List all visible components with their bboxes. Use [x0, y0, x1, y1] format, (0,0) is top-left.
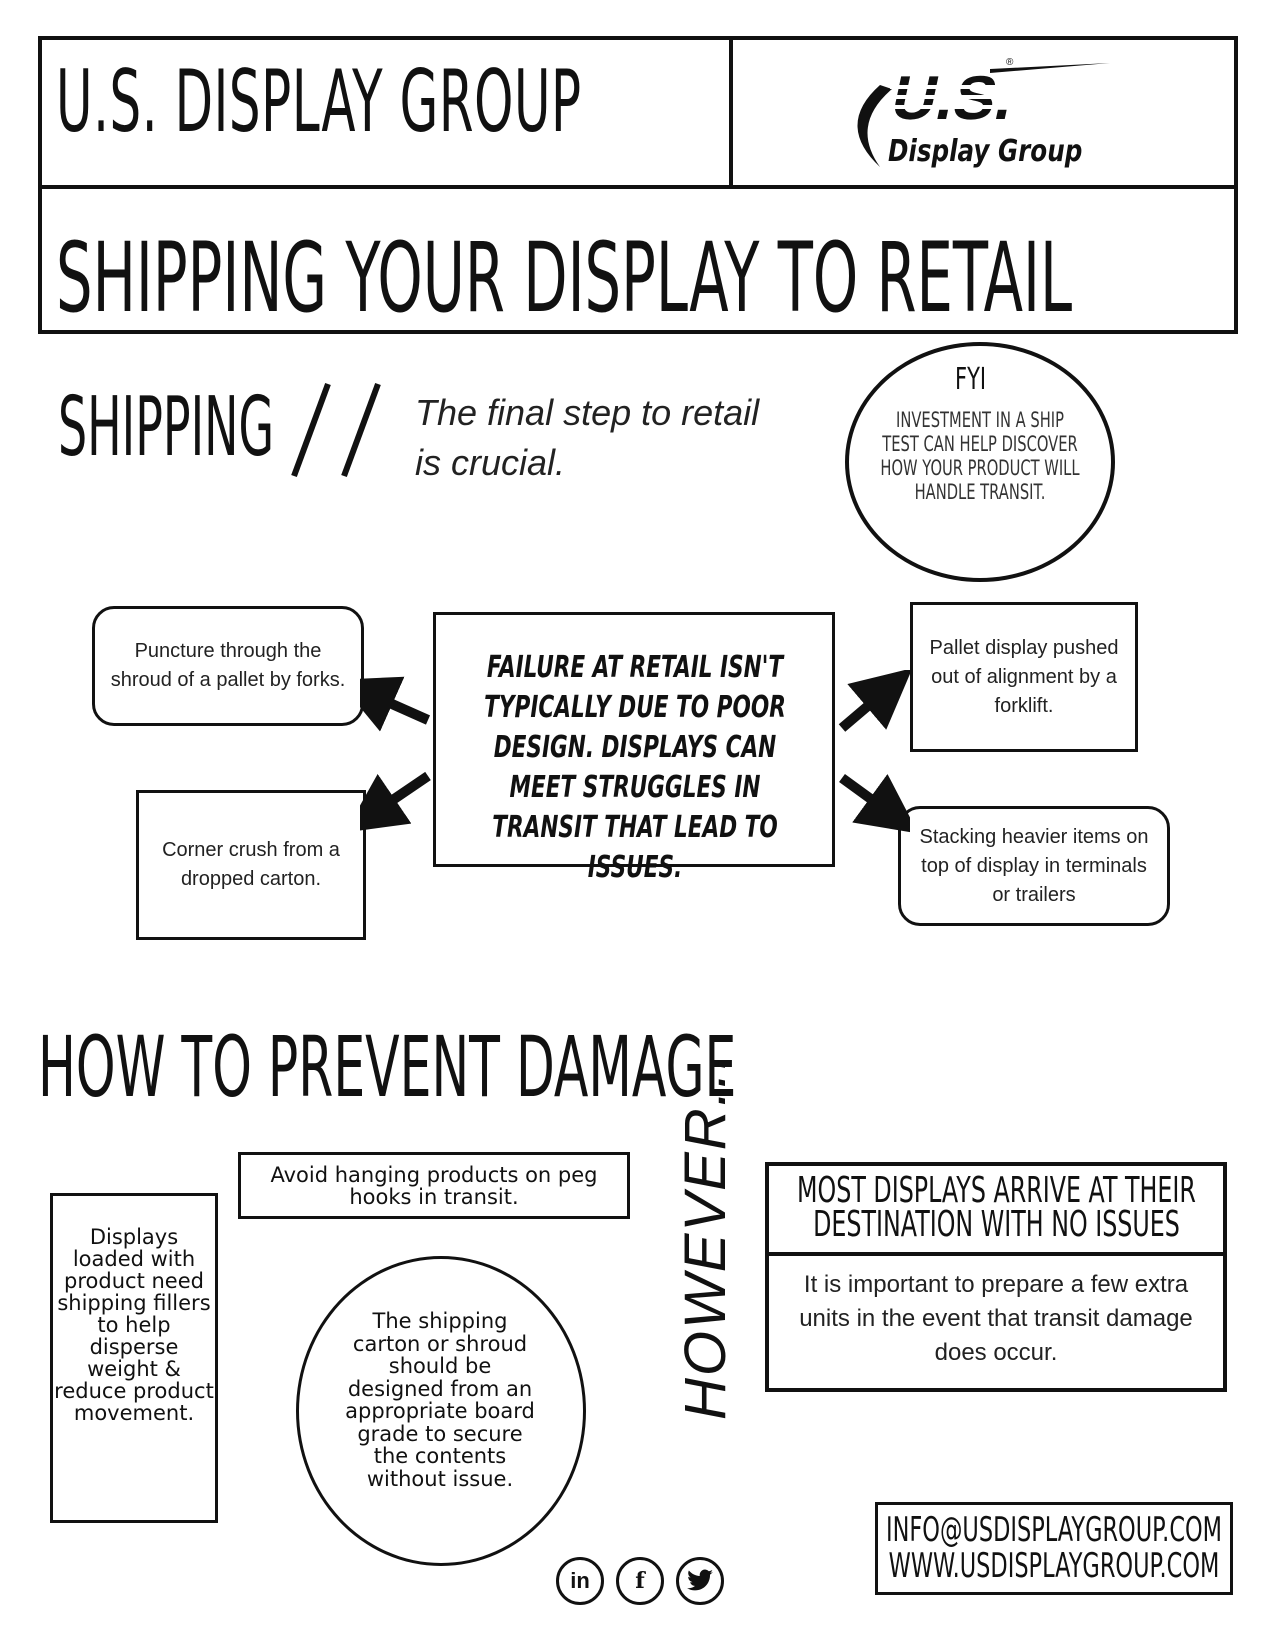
header-divider-vertical: [729, 36, 733, 188]
however-label: HOWEVER...: [673, 1051, 738, 1420]
arrive-body: It is important to prepare a few extra u…: [799, 1271, 1193, 1366]
failure-center-box: [433, 612, 835, 867]
shipping-tagline: The final step to retail is crucial.: [415, 392, 760, 483]
shipping-heading: SHIPPING: [58, 380, 275, 475]
brand-title: U.S. DISPLAY GROUP: [56, 52, 582, 152]
diagram-arrows: [360, 670, 910, 834]
contact-email[interactable]: INFO@USDISPLAYGROUP.COM: [885, 1510, 1223, 1550]
cause-puncture: Puncture through the shroud of a pallet …: [92, 606, 364, 726]
cause-pallet-pushed: Pallet display pushed out of alignment b…: [910, 602, 1138, 752]
arrow-to-stacking: [839, 773, 910, 834]
prevent-damage-heading: HOW TO PREVENT DAMAGE: [38, 1018, 737, 1116]
twitter-icon[interactable]: [676, 1557, 724, 1605]
contact-box: [875, 1502, 1233, 1595]
header-divider-horizontal: [38, 185, 1238, 189]
document-title: SHIPPING YOUR DISPLAY TO RETAIL: [56, 222, 1073, 334]
arrive-title: MOST DISPLAYS ARRIVE AT THEIR DESTINATIO…: [797, 1170, 1196, 1245]
logo-wordmark: Display Group: [888, 134, 1083, 169]
cause-stacking: Stacking heavier items on top of display…: [898, 806, 1170, 926]
cause-corner-crush: Corner crush from a dropped carton.: [136, 790, 366, 940]
tip-peg-hooks: Avoid hanging products on peg hooks in t…: [238, 1152, 630, 1219]
tip-carton-text: The shipping carton or shroud should be …: [345, 1309, 535, 1491]
arrow-to-puncture: [360, 676, 431, 732]
arrive-divider: [765, 1252, 1227, 1256]
fyi-label: FYI: [955, 362, 987, 397]
contact-website[interactable]: WWW.USDISPLAYGROUP.COM: [888, 1546, 1220, 1586]
tip-shipping-fillers: Displays loaded with product need shippi…: [50, 1193, 218, 1523]
linkedin-icon[interactable]: in: [556, 1557, 604, 1605]
failure-center-text: FAILURE AT RETAIL ISN'T TYPICALLY DUE TO…: [484, 650, 786, 885]
facebook-icon[interactable]: f: [616, 1557, 664, 1605]
arrow-to-corner-crush: [360, 771, 431, 833]
fyi-bubble: [845, 342, 1115, 582]
double-slash-decoration: [291, 382, 381, 478]
arrive-box: [765, 1162, 1227, 1392]
tip-carton-circle: [296, 1256, 586, 1566]
fyi-body: INVESTMENT IN A SHIP TEST CAN HELP DISCO…: [880, 408, 1080, 504]
arrow-to-pallet-pushed: [838, 670, 910, 732]
us-display-group-logo: U.S. ®: [857, 57, 1110, 167]
twitter-bird-icon: [687, 1569, 713, 1591]
svg-text:®: ®: [1006, 57, 1014, 68]
